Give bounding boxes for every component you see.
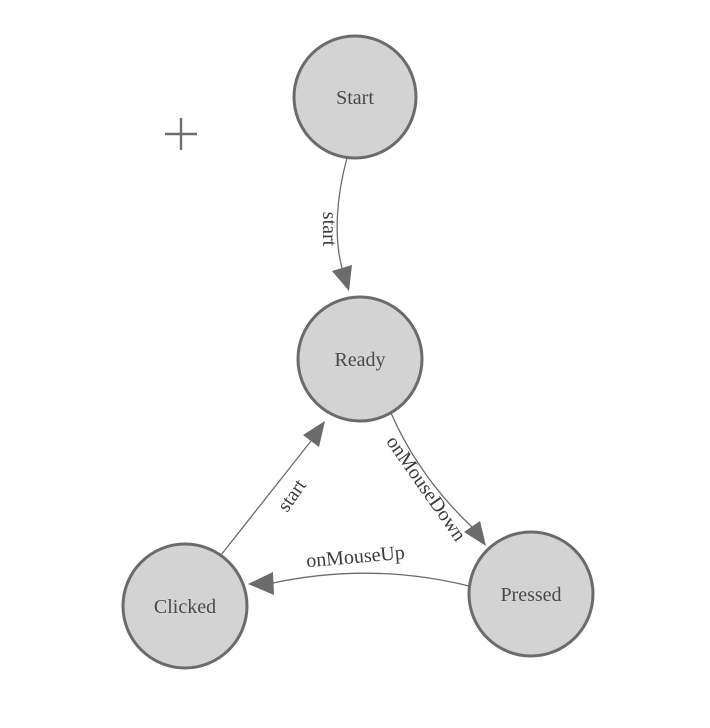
- node-label: Pressed: [500, 584, 561, 606]
- edge-start-to-ready[interactable]: start: [318, 157, 352, 291]
- edge-line[interactable]: [390, 412, 473, 528]
- node-ready[interactable]: Ready: [296, 295, 424, 423]
- node-circle[interactable]: [292, 34, 418, 160]
- arrow-head-icon: [248, 572, 274, 595]
- node-circle[interactable]: [121, 542, 249, 670]
- edge-label: onMouseDown: [382, 432, 471, 546]
- edge-clicked-to-ready[interactable]: start: [220, 421, 325, 556]
- edge-line[interactable]: [272, 572, 470, 587]
- edge-ready-to-pressed[interactable]: onMouseDown: [382, 412, 486, 546]
- node-circle[interactable]: [467, 530, 595, 658]
- node-label: Start: [336, 87, 374, 109]
- crosshair-cursor-icon: [165, 118, 197, 150]
- arrow-head-icon: [464, 521, 486, 546]
- edge-label: onMouseUp: [305, 542, 405, 573]
- node-pressed[interactable]: Pressed: [467, 530, 595, 658]
- node-start[interactable]: Start: [292, 34, 418, 160]
- edge-pressed-to-clicked[interactable]: onMouseUp: [248, 542, 470, 595]
- node-clicked[interactable]: Clicked: [121, 542, 249, 670]
- node-label: Clicked: [154, 596, 216, 618]
- node-label: Ready: [334, 349, 385, 371]
- edge-line[interactable]: [336, 157, 348, 269]
- arrow-head-icon: [303, 421, 325, 447]
- arrow-head-icon: [332, 265, 352, 291]
- edge-line[interactable]: [220, 440, 312, 556]
- edge-label: start: [318, 212, 340, 247]
- node-circle[interactable]: [296, 295, 424, 423]
